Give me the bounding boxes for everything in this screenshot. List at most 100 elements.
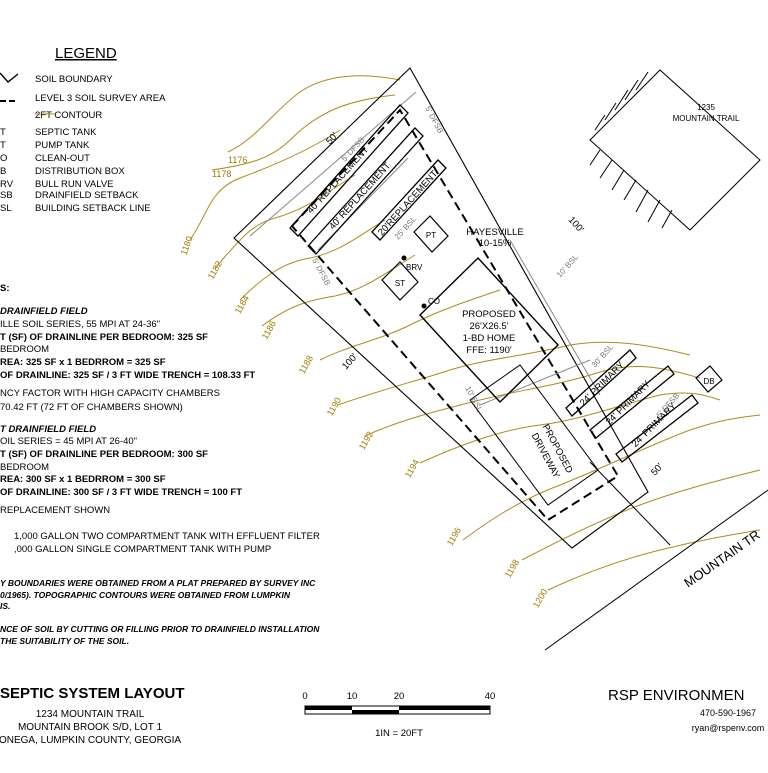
cleanout (421, 303, 427, 309)
scale-segment (399, 706, 490, 710)
contour-line (189, 129, 341, 241)
neighbor-building (589, 69, 761, 231)
trench-label: 24' PRIMARY (578, 359, 627, 408)
contour-label: 1178 (212, 169, 231, 179)
setback-label: 10' BSL (555, 252, 581, 279)
soil-note: THE SUITABILITY OF THE SOIL. (0, 636, 129, 646)
legend-label: LEVEL 3 SOIL SURVEY AREA (35, 93, 166, 104)
legend-symbol: RV (0, 179, 14, 190)
setback-lines (249, 91, 601, 406)
contour-label: 1190 (325, 396, 343, 418)
drawing-title: SEPTIC SYSTEM LAYOUT (0, 685, 184, 702)
legend-label: CLEAN-OUT (35, 153, 90, 164)
contour-line (211, 94, 396, 171)
contour-label: 1182 (206, 259, 224, 281)
note-line: REA: 325 SF x 1 BEDRROM = 325 SF (0, 357, 166, 368)
hatch-line (635, 189, 649, 213)
hatch-line (647, 199, 661, 223)
trench (371, 159, 447, 241)
contour-line (419, 392, 721, 464)
soil-series-label: HAYESVILLE (466, 227, 523, 238)
legend-symbols (0, 72, 19, 102)
hatch-line (614, 89, 629, 111)
setback-label: 5' DFSB (310, 257, 332, 287)
scale-tick-label: 10 (347, 691, 358, 702)
lot-boundary (233, 67, 649, 549)
legend-symbol: T (0, 140, 6, 151)
scale-segment (305, 706, 352, 710)
trench (289, 104, 409, 237)
home-label: FFE: 1190' (466, 345, 512, 356)
contour-line (547, 529, 761, 591)
title-block: SEPTIC SYSTEM LAYOUT 1234 MOUNTAIN TRAIL… (0, 685, 764, 746)
scale-tick-label: 20 (394, 691, 405, 702)
hatch-line (604, 102, 617, 121)
dimension-label: 100' (340, 351, 360, 372)
note-line: NCY FACTOR WITH HIGH CAPACITY CHAMBERS (0, 388, 220, 399)
legend-symbol: SL (0, 203, 12, 214)
contour-label: 1184 (233, 294, 251, 316)
neighbor-address-street: MOUNTAIN TRAIL (673, 114, 740, 123)
dimension-label: 50' (324, 130, 341, 147)
contour-line (239, 219, 386, 301)
setback-line (509, 239, 601, 396)
pump-tank-label: PT (426, 231, 436, 240)
survey-note: 0/1965). TOPOGRAPHIC CONTOURS WERE OBTAI… (0, 590, 291, 600)
hatch-line (594, 114, 606, 131)
contour-line (364, 365, 701, 437)
soil-slope-label: 10-15% (479, 238, 512, 249)
primary-field-header: DRAINFIELD FIELD (0, 306, 88, 317)
septic-tank-label: ST (395, 279, 405, 288)
proposed-driveway (469, 364, 599, 506)
survey-note: IS. (0, 601, 10, 611)
legend-label: BUILDING SETBACK LINE (35, 203, 151, 214)
legend-label: PUMP TANK (35, 140, 90, 151)
contour-line (319, 289, 501, 361)
soil-note: NCE OF SOIL BY CUTTING OR FILLING PRIOR … (0, 624, 320, 634)
site-plan: 1176 1178 1180 1182 1184 1186 1188 1190 … (179, 67, 768, 651)
septic-tank (381, 261, 419, 301)
company-phone: 470-590-1967 (700, 708, 756, 718)
contour-label: 1180 (179, 235, 195, 257)
home-label: PROPOSED (462, 309, 516, 320)
hatch-line (635, 71, 649, 91)
contour-line (227, 75, 401, 153)
legend-symbol: O (0, 153, 7, 164)
contour-label: 1196 (445, 526, 463, 548)
setback-line (479, 359, 591, 406)
scale-bar: 0 10 20 40 1IN = 20FT (302, 691, 495, 739)
legend-symbol: T (0, 127, 6, 138)
soil-boundary-symbol (0, 72, 19, 83)
note-line: BEDROOM (0, 462, 49, 473)
hatch-line (661, 209, 673, 229)
subdivision-lot: MOUNTAIN BROOK S/D, LOT 1 (18, 722, 163, 733)
company-name: RSP ENVIRONMEN (608, 687, 744, 704)
contour-label: 1200 (531, 587, 550, 609)
note-line: 70.42 FT (72 FT OF CHAMBERS SHOWN) (0, 402, 183, 413)
note-line: OF DRAINLINE: 325 SF / 3 FT WIDE TRENCH … (0, 370, 255, 381)
hatch-line (624, 79, 639, 101)
lot-line-extension (589, 461, 671, 546)
legend-label: SEPTIC TANK (35, 127, 97, 138)
note-line: ILLE SOIL SERIES, 55 MPI AT 24-36" (0, 319, 160, 330)
survey-note: Y BOUNDARIES WERE OBTAINED FROM A PLAT P… (0, 578, 316, 588)
survey-area-boundary (290, 108, 620, 522)
note-line: T (SF) OF DRAINLINE PER BEDROOM: 300 SF (0, 449, 208, 460)
hatch-line (611, 169, 625, 191)
scale-segment (352, 710, 399, 714)
dimension-label: 100' (566, 215, 586, 236)
contour-label: 1188 (297, 354, 315, 376)
home-label: 1-BD HOME (463, 333, 516, 344)
legend-label: DRAINFIELD SETBACK (35, 190, 139, 201)
legend-symbol: SB (0, 190, 13, 201)
contour-lines (189, 75, 761, 591)
bull-run-label: BRV (406, 263, 423, 272)
neighbor-hatch (589, 71, 673, 229)
legend-label: DISTRIBUTION BOX (35, 166, 125, 177)
bull-run-valve (401, 255, 407, 261)
distribution-box (695, 365, 723, 393)
legend-label: SOIL BOUNDARY (35, 74, 113, 85)
trench (615, 394, 699, 463)
